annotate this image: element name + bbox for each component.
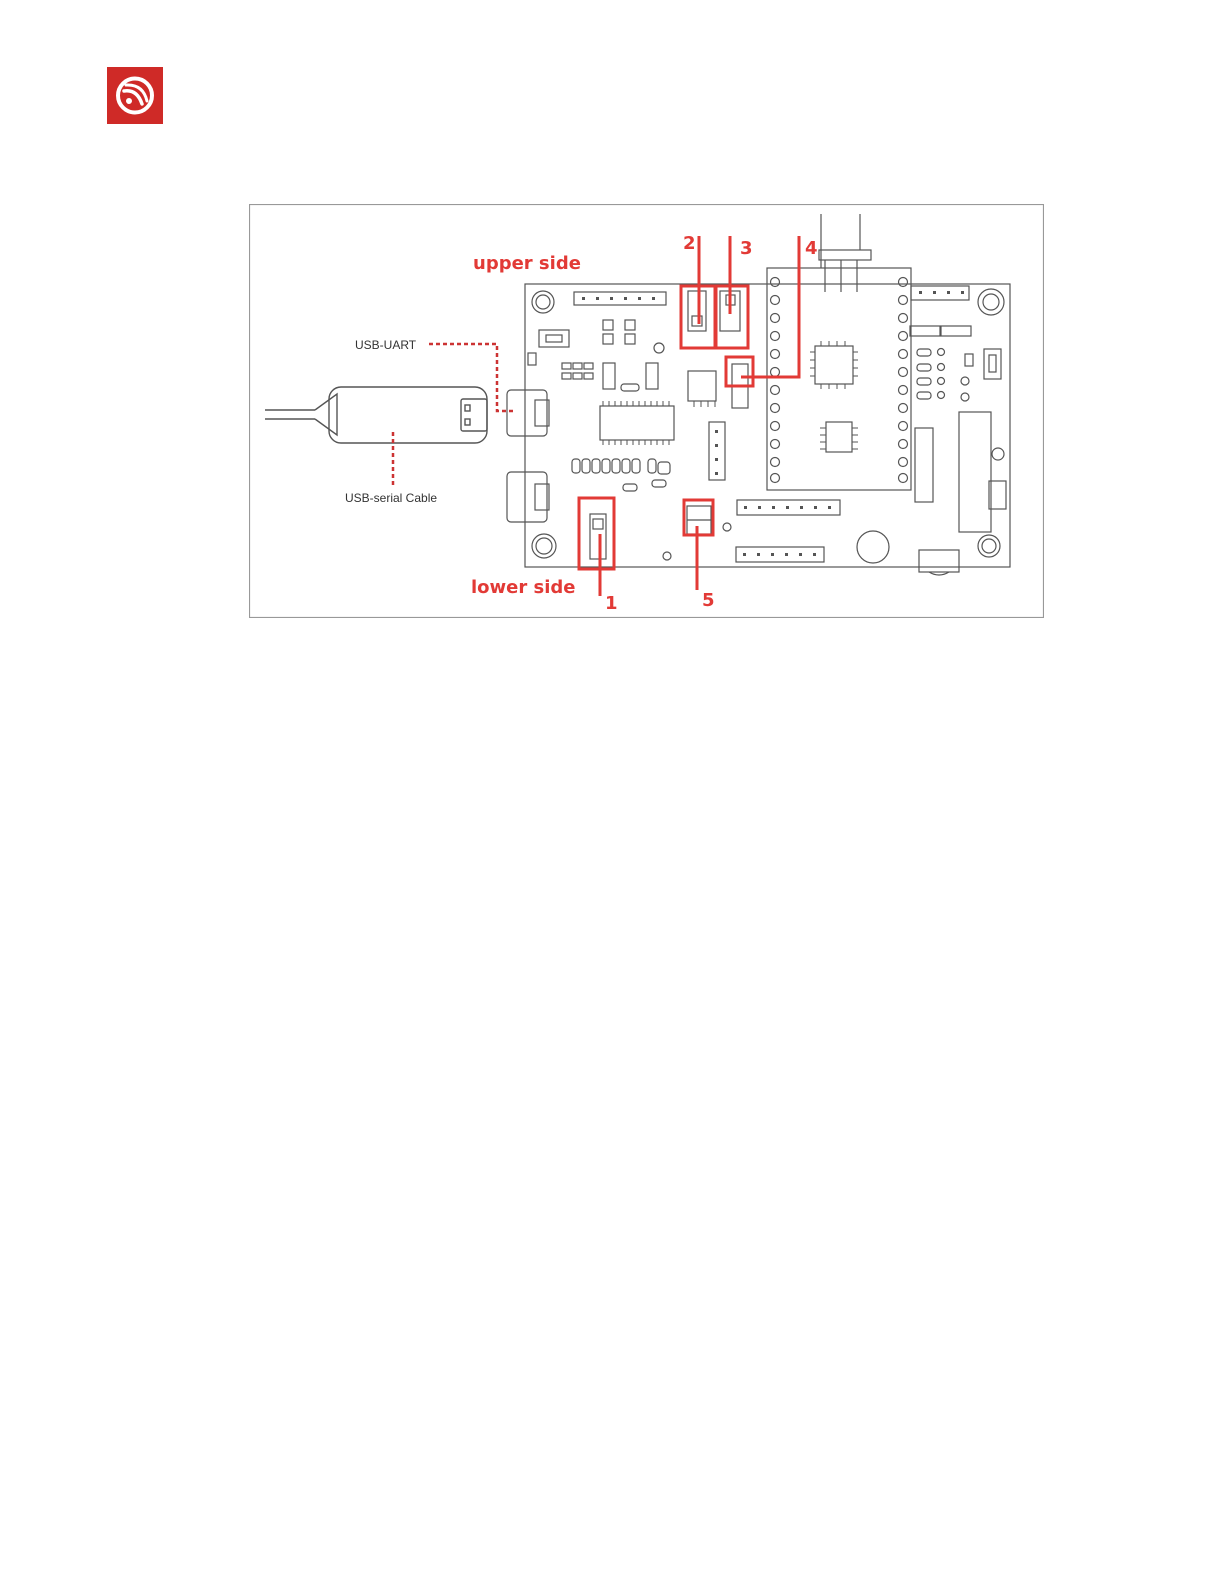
marker-1: 1: [605, 593, 618, 614]
usb-uart-label: USB-UART: [355, 338, 417, 352]
marker-3: 3: [740, 238, 753, 259]
upper-side-label: upper side: [473, 253, 581, 274]
board-diagram: upper side lower side USB-UART USB-seria…: [249, 204, 1044, 618]
espressif-logo-icon: [107, 67, 163, 124]
marker-4: 4: [805, 238, 818, 259]
usb-serial-cable-label: USB-serial Cable: [345, 491, 437, 505]
marker-5: 5: [702, 590, 715, 611]
lower-side-label: lower side: [471, 577, 576, 598]
marker-2: 2: [683, 233, 696, 254]
